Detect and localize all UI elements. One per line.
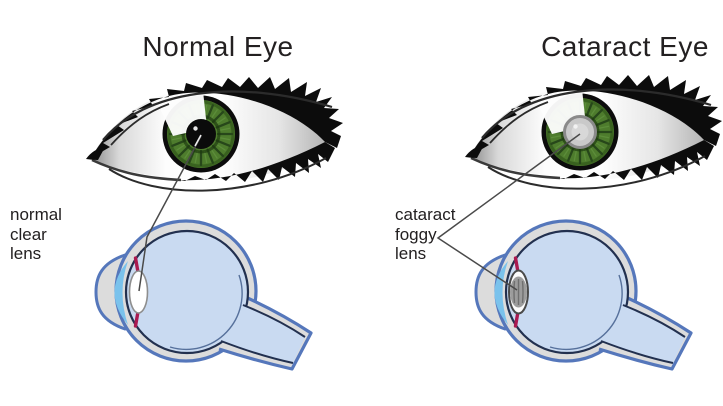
pupil-cataract <box>563 115 597 149</box>
pupil-glint <box>193 126 198 131</box>
lens-label-line: lens <box>10 244 42 263</box>
pointer-lines-cataract <box>436 133 581 291</box>
pupil-glint <box>573 124 578 129</box>
pointer-lines-normal <box>138 134 202 292</box>
pupil-normal <box>186 119 216 149</box>
lens-foggy <box>508 269 529 315</box>
lens-label-line: clear <box>10 224 47 244</box>
lens-label-line: cataract <box>395 205 456 224</box>
lens-label-normal: normal clear lens <box>10 205 62 264</box>
panel-title-cataract: Cataract Eye <box>541 31 709 62</box>
lens-label-cataract: cataract foggy lens <box>395 205 455 264</box>
lens-label-line: foggy <box>395 224 437 244</box>
pointer-line-pupil-glint <box>194 134 202 147</box>
lens-label-line: lens <box>395 244 427 263</box>
lens-clear <box>128 270 149 314</box>
cross-section-normal <box>94 219 313 371</box>
lens-label-line: normal <box>10 205 62 224</box>
panel-title-normal: Normal Eye <box>142 31 294 62</box>
lens-striations <box>513 279 524 305</box>
